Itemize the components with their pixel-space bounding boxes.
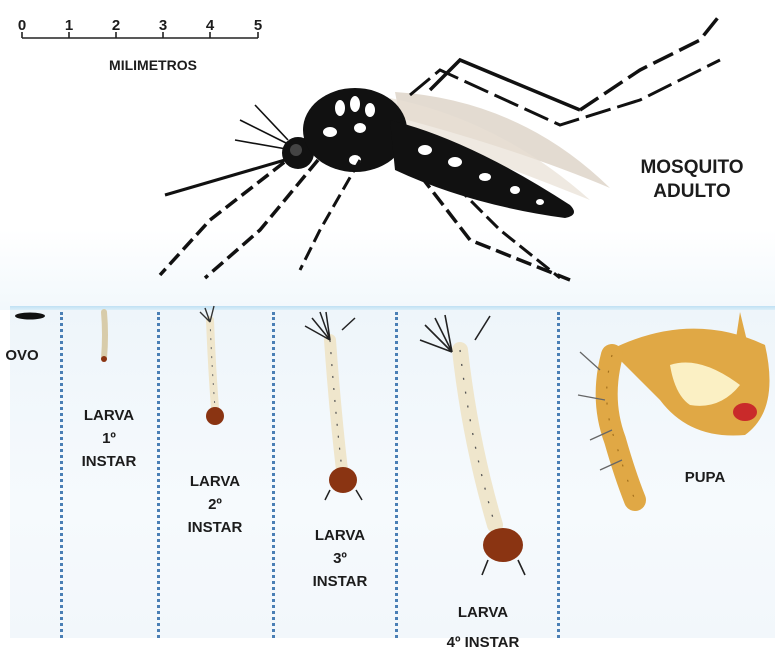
- larva2-name: LARVA: [175, 474, 255, 489]
- larva1-label: LARVA 1º INSTAR: [70, 408, 148, 469]
- larva3-instar: INSTAR: [300, 574, 380, 589]
- adult-label-line2: ADULTO: [622, 180, 762, 204]
- stage-divider: [557, 312, 560, 638]
- larva1-name: LARVA: [70, 408, 148, 423]
- stage-divider: [272, 312, 275, 638]
- ruler-tick-label: 5: [250, 17, 266, 34]
- larva3-number: 3º: [300, 551, 380, 566]
- larva2-number: 2º: [175, 497, 255, 512]
- ruler-tick-label: 3: [155, 17, 171, 34]
- larva4-instar: 4º INSTAR: [418, 634, 548, 648]
- adult-label-line1: MOSQUITO: [622, 156, 762, 180]
- ruler-tick-label: 1: [61, 17, 77, 34]
- larva4-name: LARVA: [418, 604, 548, 622]
- stage-divider: [157, 312, 160, 638]
- larva2-label: LARVA 2º INSTAR: [175, 474, 255, 535]
- larva1-number: 1º: [70, 431, 148, 446]
- stage-divider: [395, 312, 398, 638]
- larva2-instar: INSTAR: [175, 520, 255, 535]
- pupa-label: PUPA: [660, 470, 750, 485]
- larva4-label: LARVA 4º INSTAR: [418, 604, 548, 648]
- egg-label: OVO: [0, 348, 44, 363]
- ruler-tick-label: 0: [14, 17, 30, 34]
- larva3-name: LARVA: [300, 528, 380, 543]
- ruler-tick-label: 4: [202, 17, 218, 34]
- larva3-label: LARVA 3º INSTAR: [300, 528, 380, 589]
- ruler-unit-label: MILIMETROS: [88, 58, 218, 72]
- water-surface: [10, 306, 775, 310]
- stage-divider: [60, 312, 63, 638]
- air-gradient: [0, 230, 775, 310]
- larva1-instar: INSTAR: [70, 454, 148, 469]
- adult-mosquito-label: MOSQUITO ADULTO: [622, 156, 762, 204]
- ruler-tick-label: 2: [108, 17, 124, 34]
